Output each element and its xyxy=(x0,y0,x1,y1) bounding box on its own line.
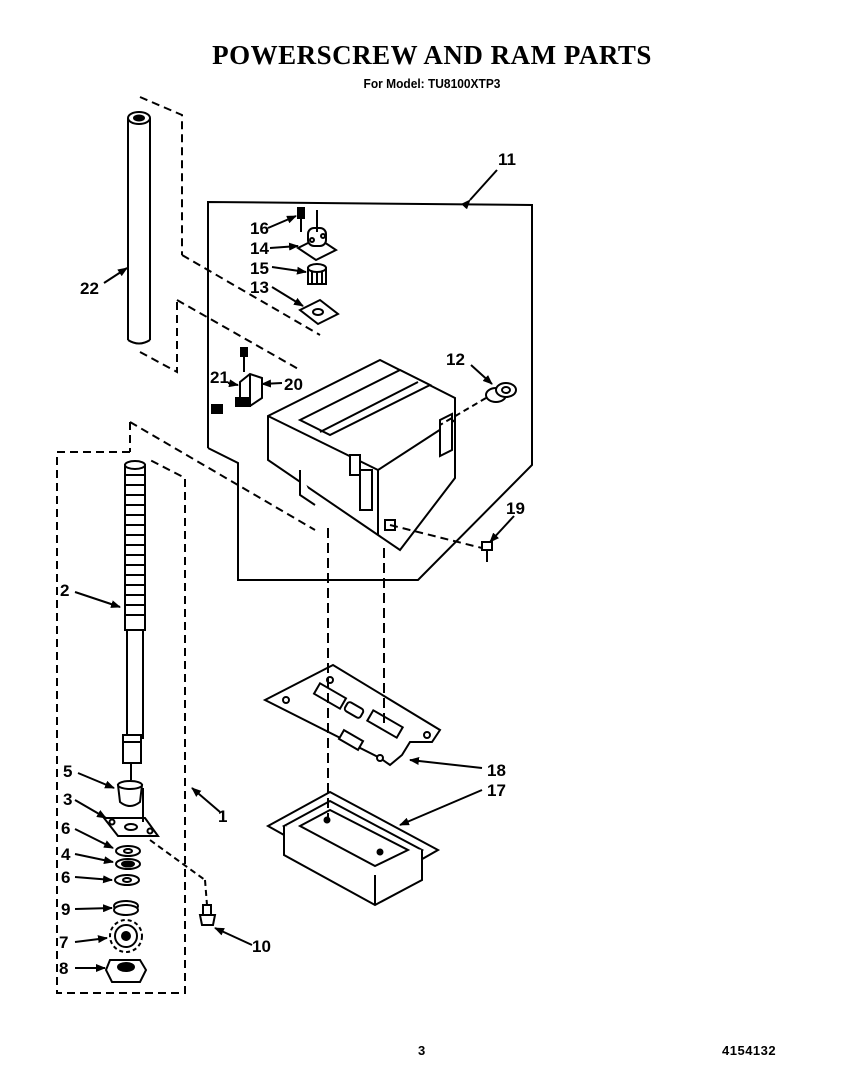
switch-20 xyxy=(235,372,263,408)
callout-16: 16 xyxy=(250,219,269,238)
callout-19: 19 xyxy=(506,499,525,518)
switch-bracket-13 xyxy=(298,298,340,326)
callout-14: 14 xyxy=(250,239,269,258)
bearing-plate-3 xyxy=(101,788,160,837)
callout-4: 4 xyxy=(61,845,71,864)
sprocket-15 xyxy=(307,263,327,285)
nut-8 xyxy=(104,959,148,983)
ram-pan-17 xyxy=(265,790,441,907)
callout-2: 2 xyxy=(60,581,69,600)
callout-13: 13 xyxy=(250,278,269,297)
callout-11: 11 xyxy=(498,150,516,169)
bearing-5 xyxy=(116,780,144,807)
callout-21: 21 xyxy=(210,368,229,387)
bearing-4 xyxy=(115,858,141,870)
gearbox-group-box xyxy=(207,200,533,581)
callout-6-bottom: 6 xyxy=(61,868,70,887)
page-subtitle: For Model: TU8100XTP3 xyxy=(363,76,501,91)
callout-1: 1 xyxy=(218,807,227,826)
powerscrew xyxy=(122,460,146,780)
callout-17: 17 xyxy=(487,781,506,800)
callout-20: 20 xyxy=(284,375,303,394)
callout-8: 8 xyxy=(59,959,68,978)
washer-6-top xyxy=(115,845,141,857)
screw-21 xyxy=(211,347,248,414)
callout-9: 9 xyxy=(61,900,70,919)
callout-6-top: 6 xyxy=(61,819,70,838)
screw-16 xyxy=(297,207,318,232)
spacer-9 xyxy=(113,900,139,916)
page-number: 3 xyxy=(418,1043,426,1058)
washer-6-bottom xyxy=(114,874,140,886)
roller-12 xyxy=(439,382,517,426)
callout-7: 7 xyxy=(59,933,68,952)
motor-mount-14 xyxy=(296,227,338,262)
document-number: 4154132 xyxy=(722,1043,777,1058)
powerscrew-assembly-box xyxy=(56,422,186,994)
page-title: POWERSCREW AND RAM PARTS xyxy=(212,40,652,70)
callout-10: 10 xyxy=(252,937,271,956)
sprocket-7 xyxy=(109,919,143,953)
callout-22: 22 xyxy=(80,279,99,298)
ram-bracket-dashed xyxy=(139,96,183,374)
screw-10 xyxy=(149,839,217,926)
screw-19 xyxy=(389,524,493,562)
leader-arrows xyxy=(74,169,515,972)
ram-link-dashed xyxy=(129,254,321,531)
callout-18: 18 xyxy=(487,761,506,780)
alignment-lines xyxy=(327,528,385,820)
ram-plate-18 xyxy=(262,663,442,767)
callout-12: 12 xyxy=(446,350,465,369)
callout-5: 5 xyxy=(63,762,72,781)
ram-tube xyxy=(127,111,151,345)
callout-15: 15 xyxy=(250,259,269,278)
callout-3: 3 xyxy=(63,790,72,809)
